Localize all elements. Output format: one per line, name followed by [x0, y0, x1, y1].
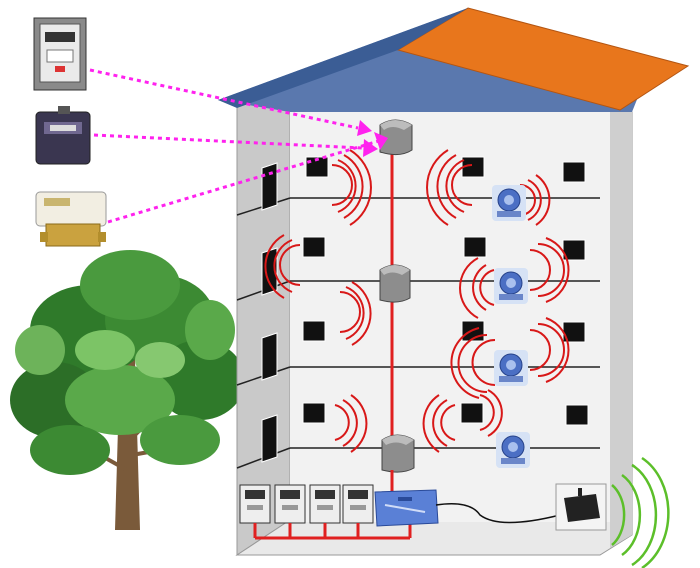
- repeater-icon: [381, 434, 415, 473]
- water-meter-icon: [494, 268, 528, 304]
- electric-meter-icon: [239, 484, 271, 524]
- gateway-wireless-waves: [611, 456, 670, 568]
- gateway-modem-icon: [555, 483, 607, 531]
- link-arrowheads: [357, 120, 388, 157]
- water-meter-icon: [494, 350, 528, 386]
- electric-meter-icon: [33, 17, 87, 91]
- meter-links: [89, 68, 383, 224]
- roof: [218, 7, 690, 112]
- front-windows: [302, 156, 589, 426]
- electric-meter-icon: [309, 484, 341, 524]
- concentrator-meters: [239, 484, 374, 524]
- concentrator-device: [374, 489, 439, 527]
- water-meter-icon: [492, 185, 526, 221]
- bottom-bus: [253, 470, 412, 540]
- electric-meter-icon: [342, 484, 374, 524]
- tree: [10, 250, 245, 530]
- repeater-icon: [379, 264, 411, 303]
- electric-meter-icon: [274, 484, 306, 524]
- water-meter-icon: [496, 432, 530, 468]
- radio-waves: [264, 149, 570, 453]
- repeater-icon: [379, 119, 413, 156]
- gateway-cable: [435, 503, 561, 524]
- heat-meter-icon: [35, 191, 107, 247]
- gas-meter-icon: [35, 106, 91, 165]
- side-windows: [261, 162, 278, 463]
